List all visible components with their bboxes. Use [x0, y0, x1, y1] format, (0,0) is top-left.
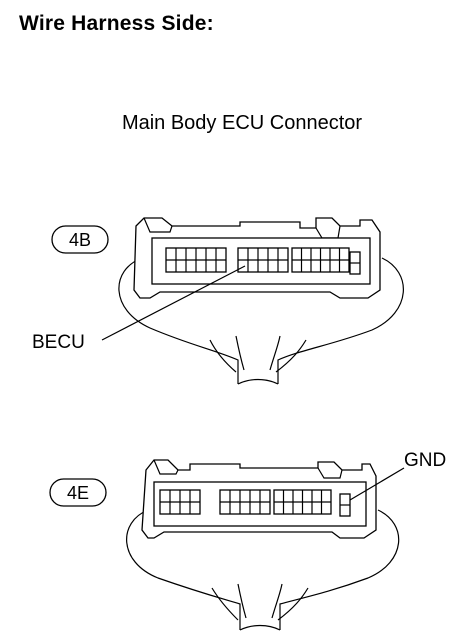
leader-line	[349, 467, 405, 501]
pin-grid	[159, 489, 351, 517]
connector-4e: 4E GND	[49, 450, 446, 631]
connector-code: 4B	[69, 230, 91, 250]
page-title: Wire Harness Side:	[19, 12, 214, 35]
pin-grid	[165, 247, 361, 275]
wire-harness-left	[118, 257, 239, 384]
leader-line	[101, 265, 246, 341]
pin-label-gnd: GND	[404, 450, 446, 471]
connector-4b: 4B BECU	[32, 217, 404, 385]
wire-harness-left	[126, 509, 241, 630]
connector-code-badge	[51, 225, 109, 254]
connector-code-badge	[49, 478, 107, 507]
wire-harness-right	[279, 509, 400, 630]
connector-title: Main Body ECU Connector	[121, 112, 363, 134]
wire-harness-right	[277, 257, 404, 384]
connector-code: 4E	[67, 483, 89, 503]
pin-label-becu: BECU	[32, 332, 85, 353]
